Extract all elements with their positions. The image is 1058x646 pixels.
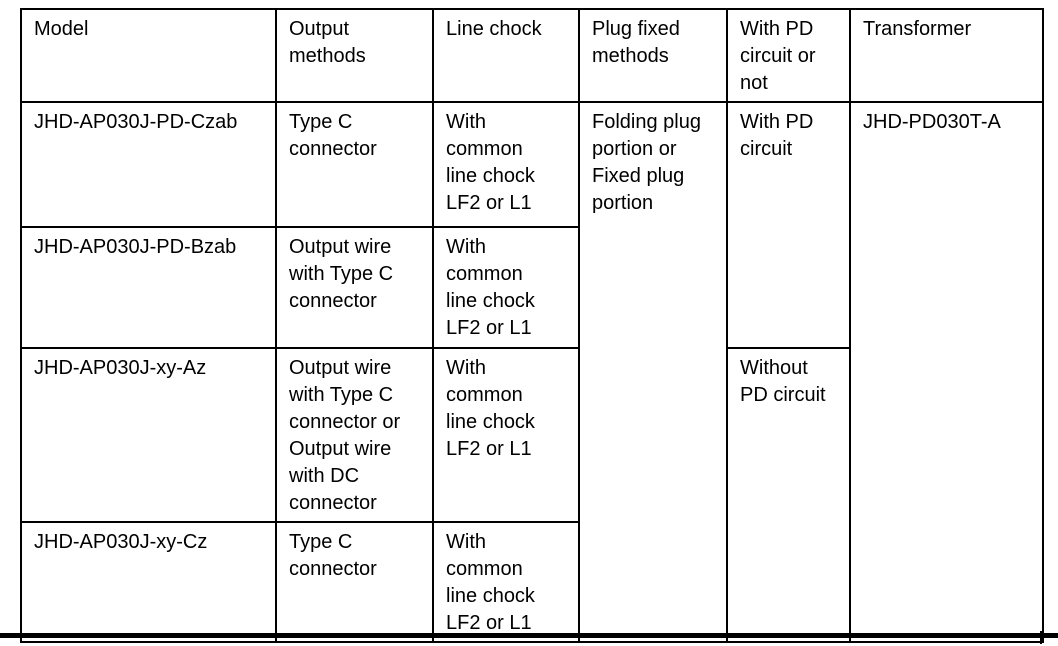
cell-output-methods: Output wire with Type C connector or Out… (275, 347, 434, 523)
page-bottom-rule (0, 633, 1058, 638)
header-line-chock: Line chock (432, 8, 580, 103)
cell-line-chock: With common line chock LF2 or L1 (432, 521, 580, 643)
cell-model: JHD-AP030J-PD-Czab (20, 101, 277, 228)
cell-output-methods: Type C connector (275, 521, 434, 643)
table-row: JHD-AP030J-PD-Bzab Output wire with Type… (20, 226, 1043, 349)
table-row: JHD-AP030J-PD-Czab Type C connector With… (20, 101, 1044, 643)
cell-model: JHD-AP030J-PD-Bzab (20, 226, 277, 349)
cell-line-chock: With common line chock LF2 or L1 (432, 101, 580, 228)
header-plug-fixed-methods: Plug fixed methods (578, 8, 728, 103)
cell-plug-fixed-methods: Folding plug portion or Fixed plug porti… (578, 101, 728, 643)
cell-line-chock: With common line chock LF2 or L1 (432, 347, 580, 523)
table-row: JHD-AP030J-xy-Az Output wire with Type C… (20, 347, 1043, 643)
header-transformer: Transformer (849, 8, 1044, 103)
table-right-border-overhang (1040, 631, 1042, 644)
cell-model: JHD-AP030J-xy-Cz (20, 521, 277, 643)
cell-transformer: JHD-PD030T-A (849, 101, 1044, 643)
header-output-methods: Output methods (275, 8, 434, 103)
header-row: Model Output methods Line chock Plug fix… (20, 8, 1044, 103)
cell-output-methods: Output wire with Type C connector (275, 226, 434, 349)
table-row: JHD-AP030J-xy-Cz Type C connector With c… (20, 521, 1043, 643)
cell-output-methods: Type C connector (275, 101, 434, 228)
cell-line-chock: With common line chock LF2 or L1 (432, 226, 580, 349)
cell-pd-circuit: Without PD circuit (726, 347, 851, 643)
header-model: Model (20, 8, 277, 103)
cell-model: JHD-AP030J-xy-Az (20, 347, 277, 523)
product-spec-table: Model Output methods Line chock Plug fix… (20, 8, 1044, 643)
header-pd-circuit: With PD circuit or not (726, 8, 851, 103)
cell-pd-circuit: With PD circuit (726, 101, 851, 349)
